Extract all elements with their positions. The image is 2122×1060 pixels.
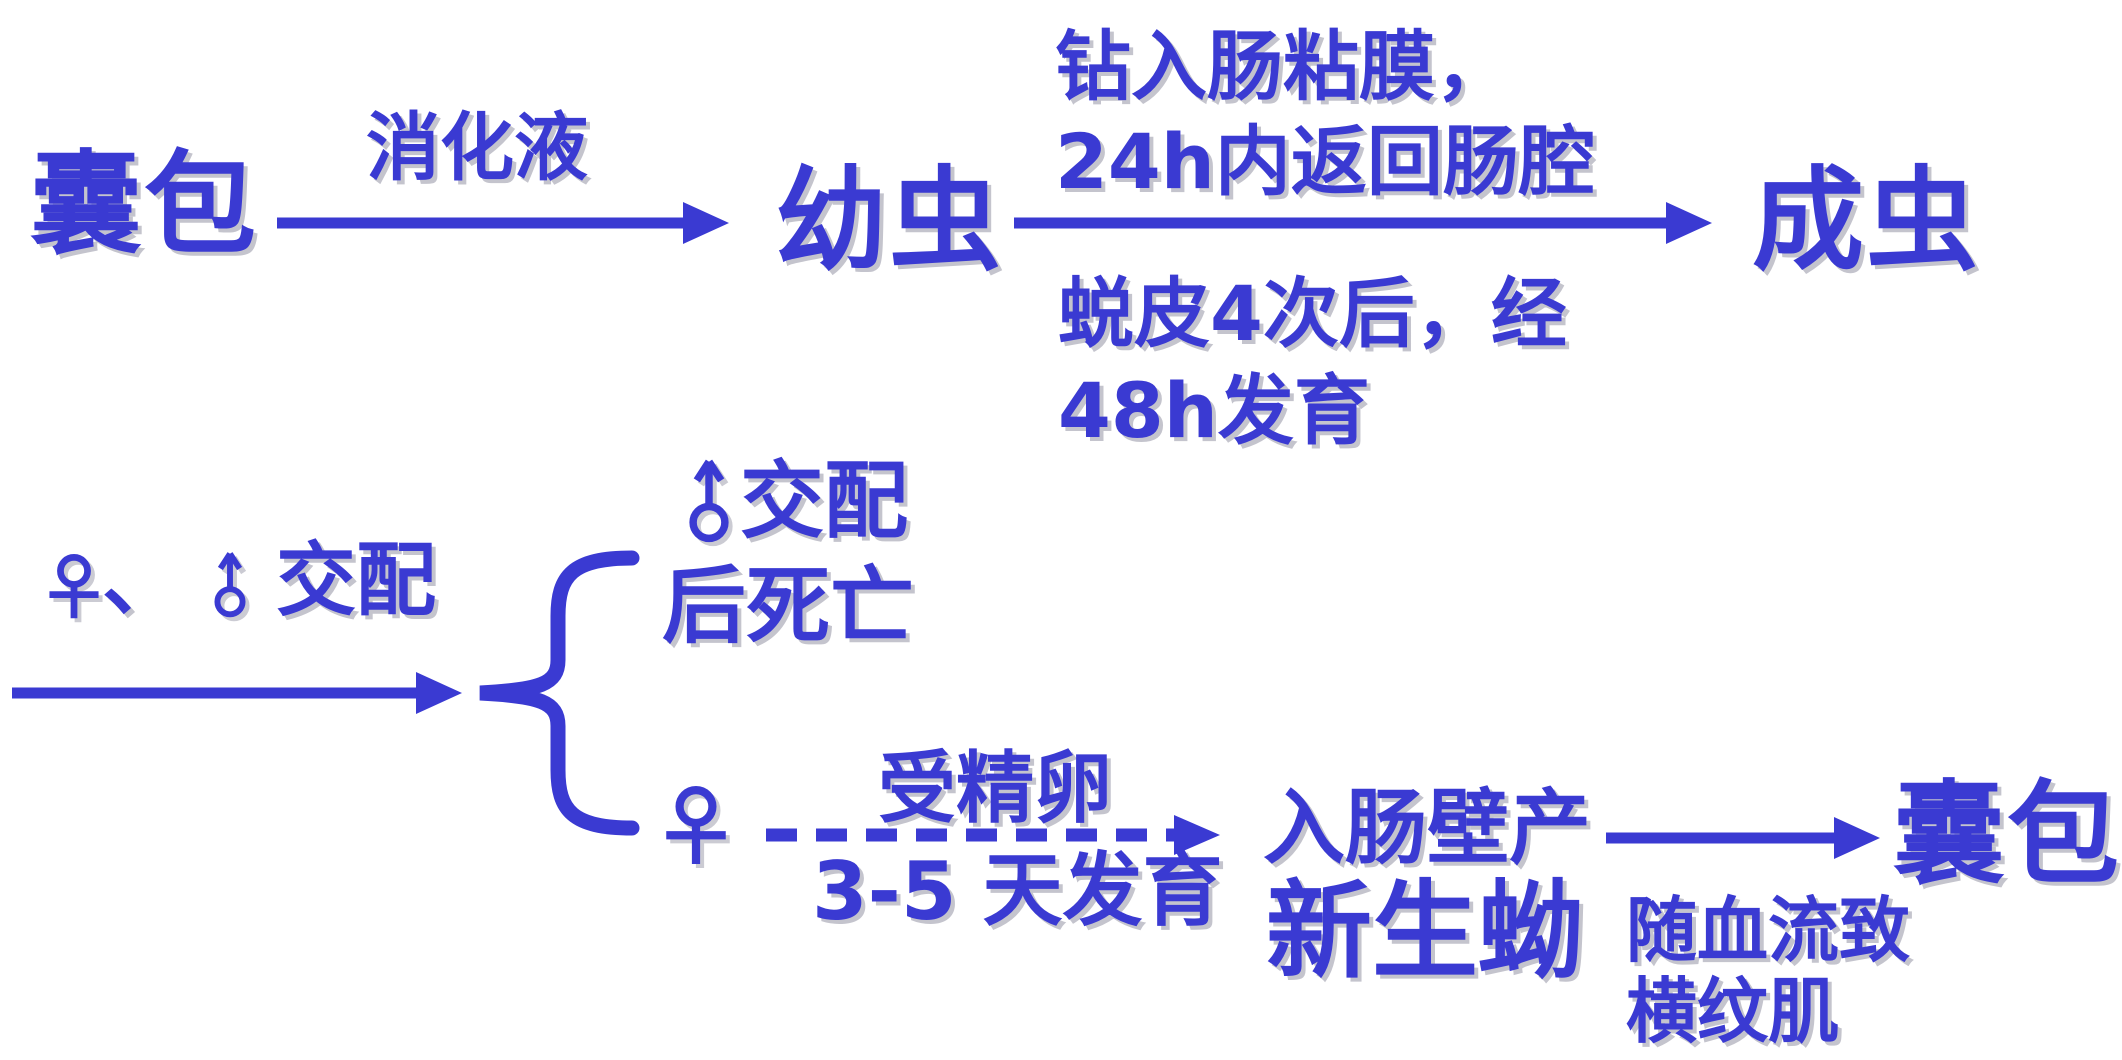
edge-label-below: 蜕皮4次后，经 48h发育 — [1058, 266, 1567, 460]
stage-adult: 成虫 — [1752, 160, 1980, 284]
arrow-dashed-female-to-wall — [766, 815, 1220, 855]
via-blood-line1: 随血流致 — [1626, 893, 1911, 971]
edge-label-above-line1: 钻入肠粘膜， — [1055, 26, 1511, 110]
stage-larva: 幼虫 — [775, 160, 1003, 284]
egg-label: 受精卵 — [878, 745, 1113, 832]
mating-label: 、 交配 — [46, 540, 436, 622]
stage-cyst-end: 囊包 — [1893, 774, 2121, 898]
via-blood-label: 随血流致 横纹肌 — [1626, 892, 1910, 1054]
female-icon — [49, 554, 99, 619]
brace — [479, 550, 640, 836]
arrow-larva-to-adult — [1014, 202, 1712, 244]
dest-line2: 新生蚴 — [1266, 874, 1584, 991]
arrow-cyst-to-larva — [277, 202, 729, 244]
edge-label-below-line1: 蜕皮4次后，经 — [1058, 269, 1567, 358]
stage-cyst-start: 囊包 — [30, 144, 258, 268]
female-icon — [666, 786, 726, 864]
mating-text: 交配 — [276, 538, 436, 626]
arrow-mating-to-brace — [12, 672, 462, 714]
male-icon — [214, 552, 246, 618]
branch-top-text1: 交配 — [740, 456, 909, 549]
branch-top-line1: 交配 — [688, 455, 908, 545]
branch-top-text2: 后死亡 — [662, 561, 915, 654]
arrow-larvae-to-cyst — [1606, 817, 1880, 859]
edge-label-above: 钻入肠粘膜， 24h内返回肠腔 — [1055, 22, 1595, 210]
edge-label-digestive-fluid: 消化液 — [366, 108, 588, 190]
days-label: 3-5 天发育 — [812, 845, 1223, 938]
days-rest: 天发育 — [982, 848, 1223, 936]
edge-label-above-line2: 24h内返回肠腔 — [1055, 117, 1595, 206]
edge-label-below-line2: 48h发育 — [1058, 366, 1370, 455]
dunhao-comma: 、 — [102, 538, 182, 626]
dest-line1: 入肠壁产 — [1263, 783, 1592, 874]
male-icon — [689, 459, 729, 543]
days-num: 3-5 — [812, 845, 957, 938]
via-blood-line2: 横纹肌 — [1626, 974, 1840, 1052]
